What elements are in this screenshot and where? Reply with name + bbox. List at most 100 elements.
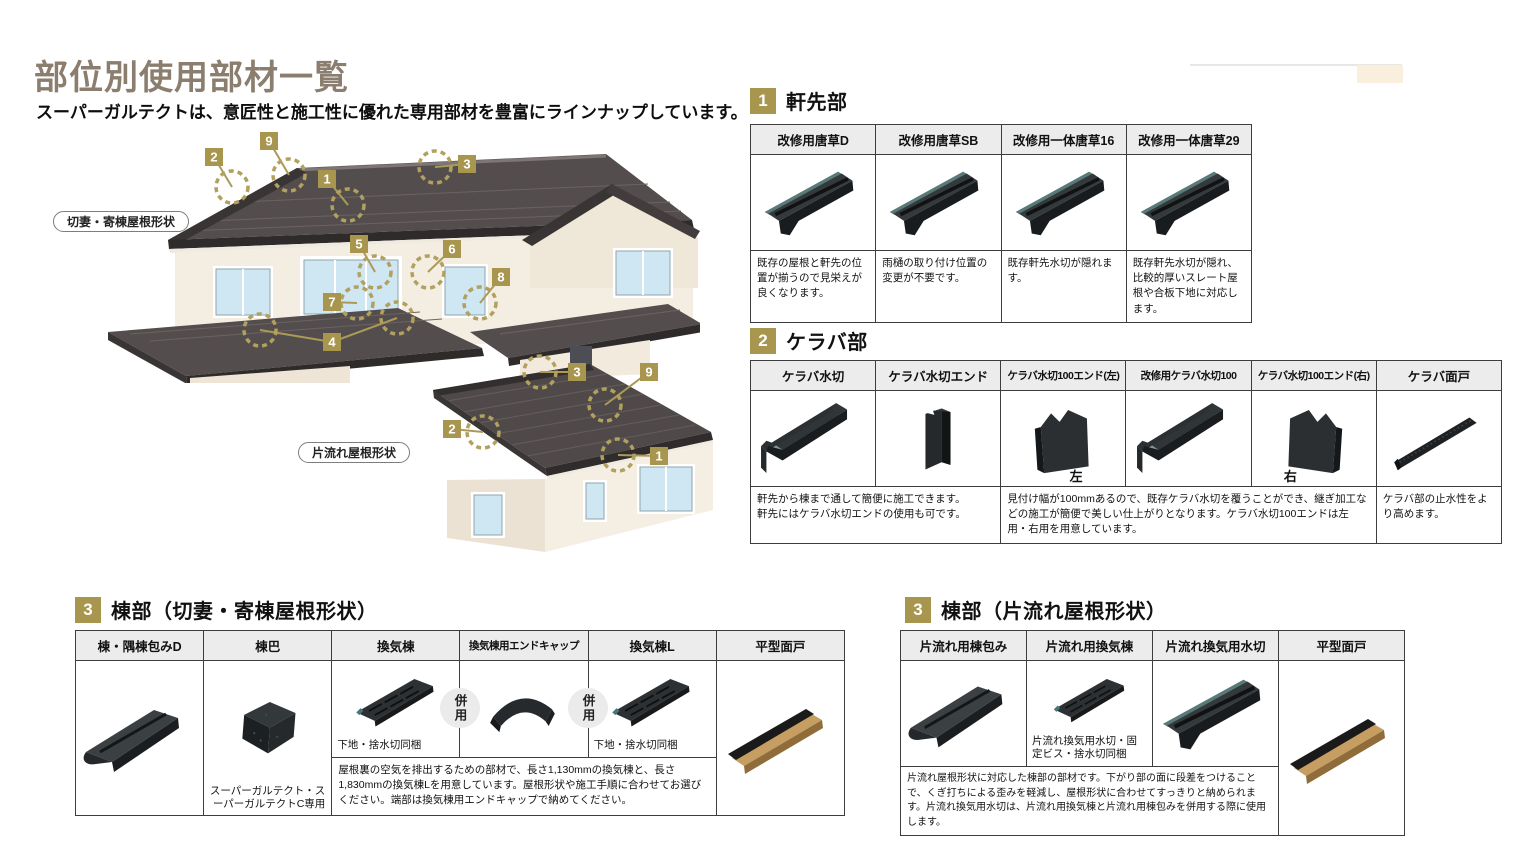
roof-type-label-text: 切妻・寄棟屋根形状: [67, 215, 176, 229]
product-note: 下地・捨水切同梱: [337, 738, 422, 751]
product-cell: [749, 154, 877, 251]
product-cell: [900, 660, 1027, 767]
section-eaves-header: 1 軒先部: [750, 86, 848, 115]
product-cell: [875, 154, 1002, 251]
verge-parts-table: ケラバ水切 ケラバ水切エンド ケラバ水切100エンド(左) 改修用ケラバ水切10…: [749, 360, 1503, 544]
verge-100-end-left-image: [1006, 398, 1120, 480]
combined-use-badge: 併用: [568, 688, 608, 728]
product-name-header: 棟巴: [203, 630, 333, 661]
verge-100-end-right-image: [1257, 398, 1371, 480]
product-name-header: 平型面戸: [1278, 630, 1405, 661]
product-description: 既存の屋根と軒先の位置が揃うので見栄えが良くなります。: [749, 250, 877, 323]
product-note: 下地・捨水切同梱: [593, 738, 678, 751]
product-name-header: 改修用一体唐草16: [1000, 124, 1127, 155]
page-subtitle: スーパーガルテクトは、意匠性と施工性に優れた専用部材を豊富にラインナップしていま…: [36, 103, 748, 122]
page-edge-artifact-blob: [1357, 65, 1403, 83]
product-name-header: ケラバ水切エンド: [875, 360, 1002, 391]
ridge-gable-table-wrap: 棟・隅棟包みD 棟巴 換気棟 換気棟用エンドキャップ 換気棟L 平型面戸 スーパ…: [74, 630, 846, 817]
product-cell: [1125, 390, 1252, 487]
combined-use-badge: 併用: [440, 688, 480, 728]
product-name-header: ケラバ水切100エンド(右): [1250, 360, 1377, 391]
product-cell: スーパーガルテクト・スーパーガルテクトC専用: [203, 660, 333, 816]
product-cell: 右: [1250, 390, 1377, 487]
shed-ridge-cover-image: [905, 666, 1023, 762]
product-name-header: 改修用ケラバ水切100: [1125, 360, 1252, 391]
flat-foam-filler-image: [1282, 698, 1402, 798]
product-cell: [1125, 154, 1253, 251]
product-cell: [1375, 390, 1503, 487]
section-title: ケラバ部: [786, 332, 868, 354]
shed-vent-ridge-image: [1033, 668, 1147, 730]
product-name-header: 改修用唐草D: [749, 124, 877, 155]
vent-ridge-end-cap-image: [466, 672, 582, 746]
product-name-header: 換気棟: [331, 630, 461, 661]
product-description: 片流れ屋根形状に対応した棟部の部材です。下がり部の面に段差をつけることで、くぎ打…: [900, 766, 1279, 836]
product-name-header: ケラバ水切: [749, 360, 877, 391]
ridge-tomoe-image: [213, 680, 323, 768]
product-cell: [1278, 660, 1405, 836]
house-shed-roof-drawing: [433, 364, 713, 552]
section-title: 棟部（片流れ屋根形状）: [941, 601, 1167, 623]
page-title: 部位別使用部材一覧: [34, 59, 349, 97]
product-cell: [715, 660, 846, 816]
verge-flashing-end-image: [881, 396, 995, 482]
section-title: 軒先部: [786, 92, 848, 114]
product-description: 既存軒先水切が隠れます。: [1000, 250, 1127, 323]
product-description: 既存軒先水切が隠れ、比較的厚いスレート屋根や合板下地に対応します。: [1125, 250, 1253, 323]
section-title: 棟部（切妻・寄棟屋根形状）: [111, 601, 378, 623]
product-cell: [1152, 660, 1279, 767]
shed-vent-flashing-image: [1157, 666, 1275, 762]
eave-flashing-d-image: [755, 160, 871, 246]
ridge-shed-parts-table: 片流れ用棟包み 片流れ用換気棟 片流れ換気用水切 平型面戸 片流れ換気用水切・固…: [900, 630, 1405, 836]
product-cell: 左: [1000, 390, 1127, 487]
flat-foam-filler-image: [720, 688, 840, 788]
verge-foam-filler-image: [1382, 396, 1496, 482]
product-note: 片流れ換気用水切・固定ビス・捨水切同梱: [1032, 735, 1137, 761]
product-note: スーパーガルテクト・スーパーガルテクトC専用: [209, 784, 326, 810]
product-cell: 下地・捨水切同梱: [331, 660, 461, 758]
page-edge-artifact: [1190, 64, 1402, 66]
product-cell: [459, 660, 589, 758]
product-name-header: 片流れ用換気棟: [1026, 630, 1153, 661]
verge-flashing-100-image: [1132, 396, 1246, 482]
eave-flashing-29-image: [1131, 160, 1247, 246]
product-description: 軒先から棟まで通して簡便に施工できます。 軒先にはケラバ水切エンドの使用も可です…: [749, 486, 1002, 544]
product-name-header: 換気棟用エンドキャップ: [459, 630, 589, 661]
vent-ridge-l-image: [594, 667, 710, 735]
product-name-header: 平型面戸: [715, 630, 846, 661]
product-name-header: ケラバ面戸: [1375, 360, 1503, 391]
section-ridge-gable-header: 3 棟部（切妻・寄棟屋根形状）: [75, 595, 378, 624]
product-cell: [749, 390, 877, 487]
vent-ridge-image: [338, 667, 454, 735]
product-description: 屋根裏の空気を排出するための部材で、長さ1,130mmの換気棟と、長さ1,830…: [331, 756, 717, 817]
roof-type-label-shed: 片流れ屋根形状: [298, 442, 411, 463]
section-number-badge: 1: [750, 87, 776, 114]
product-name-header: ケラバ水切100エンド(左): [1000, 360, 1127, 391]
house-gable-hip-drawing: [108, 154, 700, 383]
product-name-header: 換気棟L: [587, 630, 717, 661]
section-ridge-shed-header: 3 棟部（片流れ屋根形状）: [905, 595, 1167, 624]
ridge-gable-parts-table: 棟・隅棟包みD 棟巴 換気棟 換気棟用エンドキャップ 換気棟L 平型面戸 スーパ…: [74, 630, 846, 817]
product-description: 見付け幅が100mmあるので、既存ケラバ水切を覆うことができ、継ぎ加工などの施工…: [1000, 486, 1377, 544]
section-number-badge: 2: [750, 327, 776, 354]
product-name-header: 改修用一体唐草29: [1125, 124, 1253, 155]
product-description: 雨樋の取り付け位置の変更が不要です。: [875, 250, 1002, 323]
product-name-header: 改修用唐草SB: [875, 124, 1002, 155]
roof-type-label-text: 片流れ屋根形状: [312, 446, 397, 460]
eaves-parts-table: 改修用唐草D 改修用唐草SB 改修用一体唐草16 改修用一体唐草29 既存の屋根…: [749, 124, 1253, 323]
product-cell: 片流れ換気用水切・固定ビス・捨水切同梱: [1026, 660, 1153, 767]
side-label-left: 左: [1069, 469, 1083, 484]
product-name-header: 片流れ換気用水切: [1152, 630, 1279, 661]
section-verge-header: 2 ケラバ部: [750, 326, 868, 355]
product-cell: [74, 660, 205, 816]
section-number-badge: 3: [75, 596, 101, 623]
product-cell: 下地・捨水切同梱: [587, 660, 717, 758]
side-label-right: 右: [1283, 469, 1297, 484]
section-number-badge: 3: [905, 596, 931, 623]
product-cell: [1000, 154, 1127, 251]
product-description: ケラバ部の止水性をより高めます。: [1375, 486, 1503, 544]
verge-flashing-image: [756, 396, 870, 482]
